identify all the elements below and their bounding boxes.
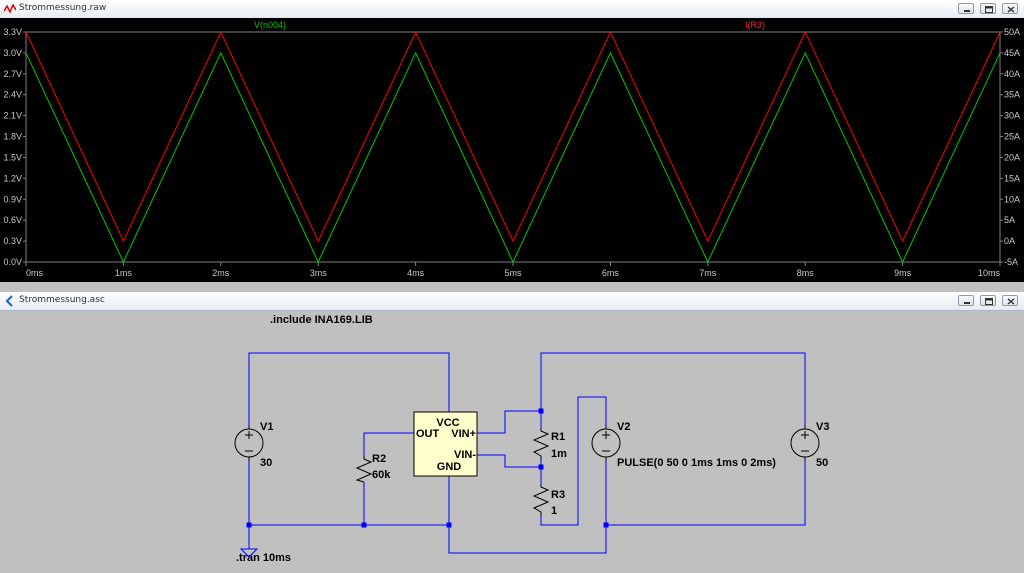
legend-v-n004[interactable]: V(n004): [254, 20, 286, 30]
waveform-window[interactable]: Strommessung.raw V(n004) I(R3) 0.0V 0.3V 0…: [0, 0, 1024, 282]
waveform-icon: [4, 3, 16, 14]
y-left-tick-label: 1.5V: [3, 152, 22, 162]
y-left-tick-label: 2.1V: [3, 111, 22, 121]
schematic-window-title: Strommessung.asc: [19, 295, 105, 305]
restore-button[interactable]: [980, 3, 996, 14]
close-icon: [1007, 298, 1015, 305]
x-tick-label: 3ms: [310, 268, 328, 278]
y-right-tick-label: 25A: [1004, 132, 1020, 142]
minimize-button[interactable]: [958, 3, 974, 14]
include-directive[interactable]: .include INA169.LIB: [270, 314, 373, 326]
y-right-tick-label: 35A: [1004, 90, 1020, 100]
waveform-window-title: Strommessung.raw: [19, 3, 107, 13]
minimize-icon: [964, 10, 970, 12]
y-left-tick-label: 0.9V: [3, 194, 22, 204]
restore-icon: [985, 6, 993, 13]
y-left-tick-label: 0.6V: [3, 215, 22, 225]
series-line-v-n004[interactable]: [25, 51, 1001, 264]
close-icon: [1007, 6, 1015, 13]
x-tick-label: 1ms: [115, 268, 133, 278]
ground-icon[interactable]: [239, 548, 259, 558]
v2-name: V2: [617, 421, 630, 433]
x-tick-label: 9ms: [894, 268, 912, 278]
x-tick-label: 5ms: [504, 268, 522, 278]
r1-name: R1: [551, 431, 565, 443]
voltage-source-v3[interactable]: V3 50: [790, 421, 829, 469]
x-tick-label: 8ms: [797, 268, 815, 278]
wires[interactable]: [248, 352, 806, 554]
x-tick-label: 10ms: [978, 268, 1001, 278]
schematic-title-bar[interactable]: Strommessung.asc: [0, 292, 1024, 311]
x-tick-label: 7ms: [699, 268, 717, 278]
v1-value: 30: [260, 457, 272, 469]
r2-name: R2: [372, 453, 386, 465]
y-right-tick-label: 30A: [1004, 111, 1020, 121]
pin-out-label: OUT: [416, 428, 440, 440]
tran-directive[interactable]: .tran 10ms: [236, 552, 291, 564]
r2-value: 60k: [372, 469, 391, 481]
pin-vcc-label: VCC: [436, 417, 459, 429]
waveform-title-bar[interactable]: Strommessung.raw: [0, 0, 1024, 19]
y-right-tick-label: 45A: [1004, 48, 1020, 58]
x-tick-label: 4ms: [407, 268, 425, 278]
y-right-tick-label: 40A: [1004, 69, 1020, 79]
x-tick-label: 0ms: [26, 268, 44, 278]
y-left-tick-label: 3.3V: [3, 27, 22, 37]
close-button[interactable]: [1002, 3, 1018, 14]
v1-name: V1: [260, 421, 273, 433]
y-left-tick-label: 2.4V: [3, 90, 22, 100]
pin-gnd-label: GND: [437, 461, 462, 473]
y-left-tick-label: 2.7V: [3, 69, 22, 79]
y-right-tick-label: 0A: [1004, 236, 1015, 246]
v2-value: PULSE(0 50 0 1ms 1ms 0 2ms): [617, 457, 776, 469]
resistor-r2[interactable]: R2 60k: [355, 453, 391, 483]
y-left-tick-label: 1.2V: [3, 173, 22, 183]
restore-icon: [985, 298, 993, 305]
junctions: [246, 408, 609, 528]
voltage-source-v2[interactable]: V2 PULSE(0 50 0 1ms 1ms 0 2ms): [591, 421, 776, 469]
r3-name: R3: [551, 489, 565, 501]
legend-i-r3[interactable]: I(R3): [745, 20, 765, 30]
schematic-icon: [5, 295, 13, 307]
series-line-i-r3[interactable]: [25, 30, 1001, 243]
voltage-source-v1[interactable]: V1 30: [234, 421, 273, 469]
waveform-plot[interactable]: V(n004) I(R3) 0.0V 0.3V 0.6V 0.9V 1.2V 1.5V 1.…: [0, 18, 1024, 282]
close-button[interactable]: [1002, 295, 1018, 306]
resistor-r3[interactable]: R3 1: [532, 484, 565, 517]
v3-value: 50: [816, 457, 828, 469]
ina169-ic[interactable]: VCC OUT VIN+ VIN- GND: [413, 411, 478, 477]
pin-vinp-label: VIN+: [451, 428, 476, 440]
x-tick-label: 2ms: [212, 268, 230, 278]
y-left-tick-label: 1.8V: [3, 132, 22, 142]
y-right-tick-label: 5A: [1004, 215, 1015, 225]
v3-name: V3: [816, 421, 829, 433]
resistor-r1[interactable]: R1 1m: [532, 428, 567, 460]
y-right-tick-label: 50A: [1004, 27, 1020, 37]
y-left-tick-label: 0.3V: [3, 236, 22, 246]
schematic-canvas[interactable]: .include INA169.LIB .tran 10ms: [0, 311, 1024, 573]
x-tick-label: 6ms: [602, 268, 620, 278]
pin-vinm-label: VIN-: [454, 449, 476, 461]
y-right-tick-label: -5A: [1004, 257, 1018, 267]
y-left-tick-label: 3.0V: [3, 48, 22, 58]
y-right-tick-label: 15A: [1004, 173, 1020, 183]
r3-value: 1: [551, 505, 557, 517]
schematic-window[interactable]: Strommessung.asc .include INA169.LIB .tr…: [0, 292, 1024, 573]
y-right-tick-label: 20A: [1004, 152, 1020, 162]
minimize-button[interactable]: [958, 295, 974, 306]
y-left-tick-label: 0.0V: [3, 257, 22, 267]
r1-value: 1m: [551, 448, 567, 460]
y-right-tick-label: 10A: [1004, 194, 1020, 204]
minimize-icon: [964, 302, 970, 304]
restore-button[interactable]: [980, 295, 996, 306]
